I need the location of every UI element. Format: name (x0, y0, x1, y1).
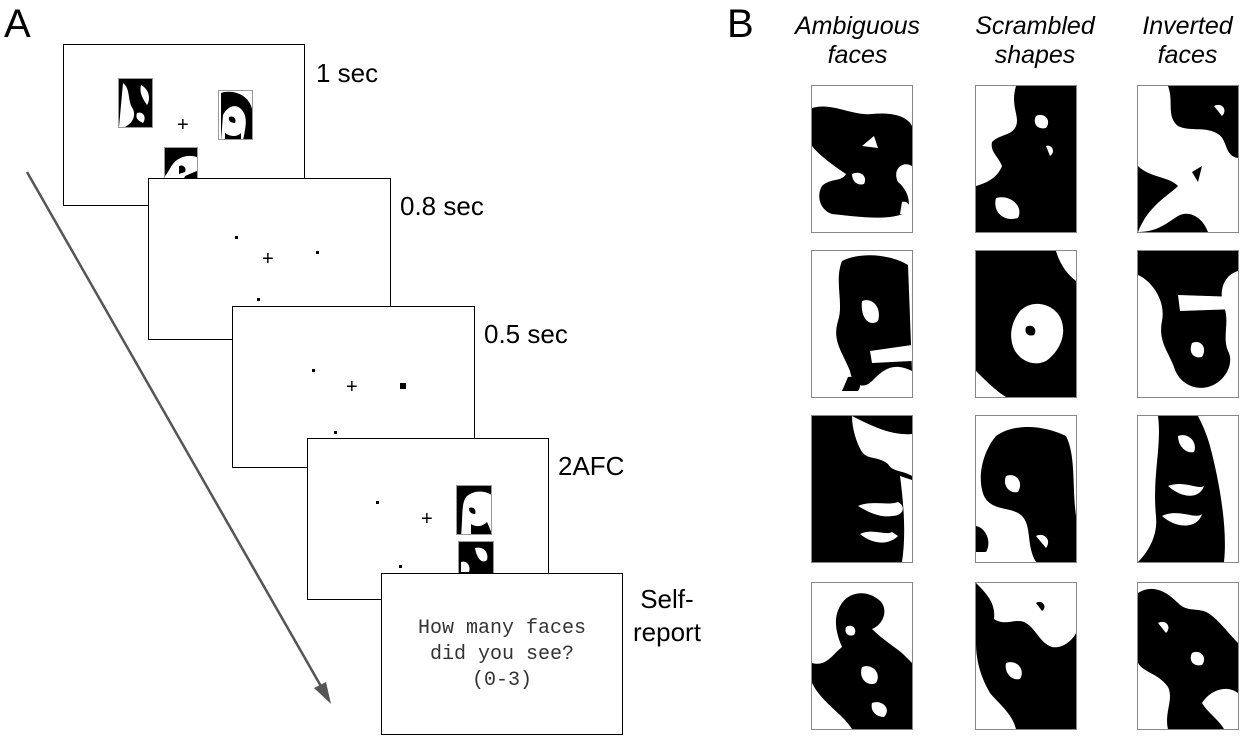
ambiguous-face-stimulus (811, 582, 913, 730)
inverted-face-stimulus (1137, 250, 1239, 398)
scrambled-shape-stimulus (975, 582, 1077, 730)
ambiguous-face-stimulus (811, 85, 913, 233)
inverted-face-stimulus (1137, 85, 1239, 233)
panel-a-label: A (4, 2, 31, 46)
placeholder-dot (376, 501, 379, 504)
scrambled-shape-stimulus (975, 85, 1077, 233)
ambiguous-face-stimulus (811, 415, 913, 563)
column-header-ambiguous: Ambiguous faces (794, 12, 921, 69)
inverted-face-stimulus (1137, 582, 1239, 730)
face-thumbnail (118, 78, 153, 128)
scrambled-shape-stimulus (975, 415, 1077, 563)
placeholder-dot (334, 431, 337, 434)
duration-label: Self- report (633, 584, 701, 647)
face-thumbnail (218, 90, 253, 140)
frame-self-report: How many faces did you see? (0-3) (381, 573, 623, 735)
fixation-cross: + (346, 376, 358, 398)
duration-label: 2AFC (558, 451, 625, 481)
frame-stimulus: + (63, 44, 305, 206)
fixation-cross: + (177, 114, 189, 136)
placeholder-dot (399, 565, 402, 568)
placeholder-dot (312, 369, 315, 372)
face-thumbnail (458, 541, 494, 575)
ambiguous-face-stimulus (811, 250, 913, 398)
fixation-cross: + (421, 508, 433, 530)
placeholder-square (400, 383, 406, 389)
scrambled-shape-stimulus (975, 250, 1077, 398)
column-header-inverted: Inverted faces (1142, 12, 1233, 69)
fixation-cross: + (262, 248, 274, 270)
placeholder-dot (235, 236, 238, 239)
time-arrow (25, 171, 331, 704)
placeholder-dot (316, 251, 319, 254)
face-thumbnail (456, 485, 492, 535)
self-report-question: How many faces did you see? (0-3) (417, 617, 587, 692)
duration-label: 0.5 sec (484, 319, 568, 349)
column-header-scrambled: Scrambled shapes (975, 12, 1095, 69)
placeholder-dot (257, 298, 260, 301)
panel-b-label: B (727, 2, 754, 46)
face-thumbnail (164, 147, 198, 181)
duration-label: 0.8 sec (400, 191, 484, 221)
inverted-face-stimulus (1137, 415, 1239, 563)
duration-label: 1 sec (316, 58, 379, 88)
